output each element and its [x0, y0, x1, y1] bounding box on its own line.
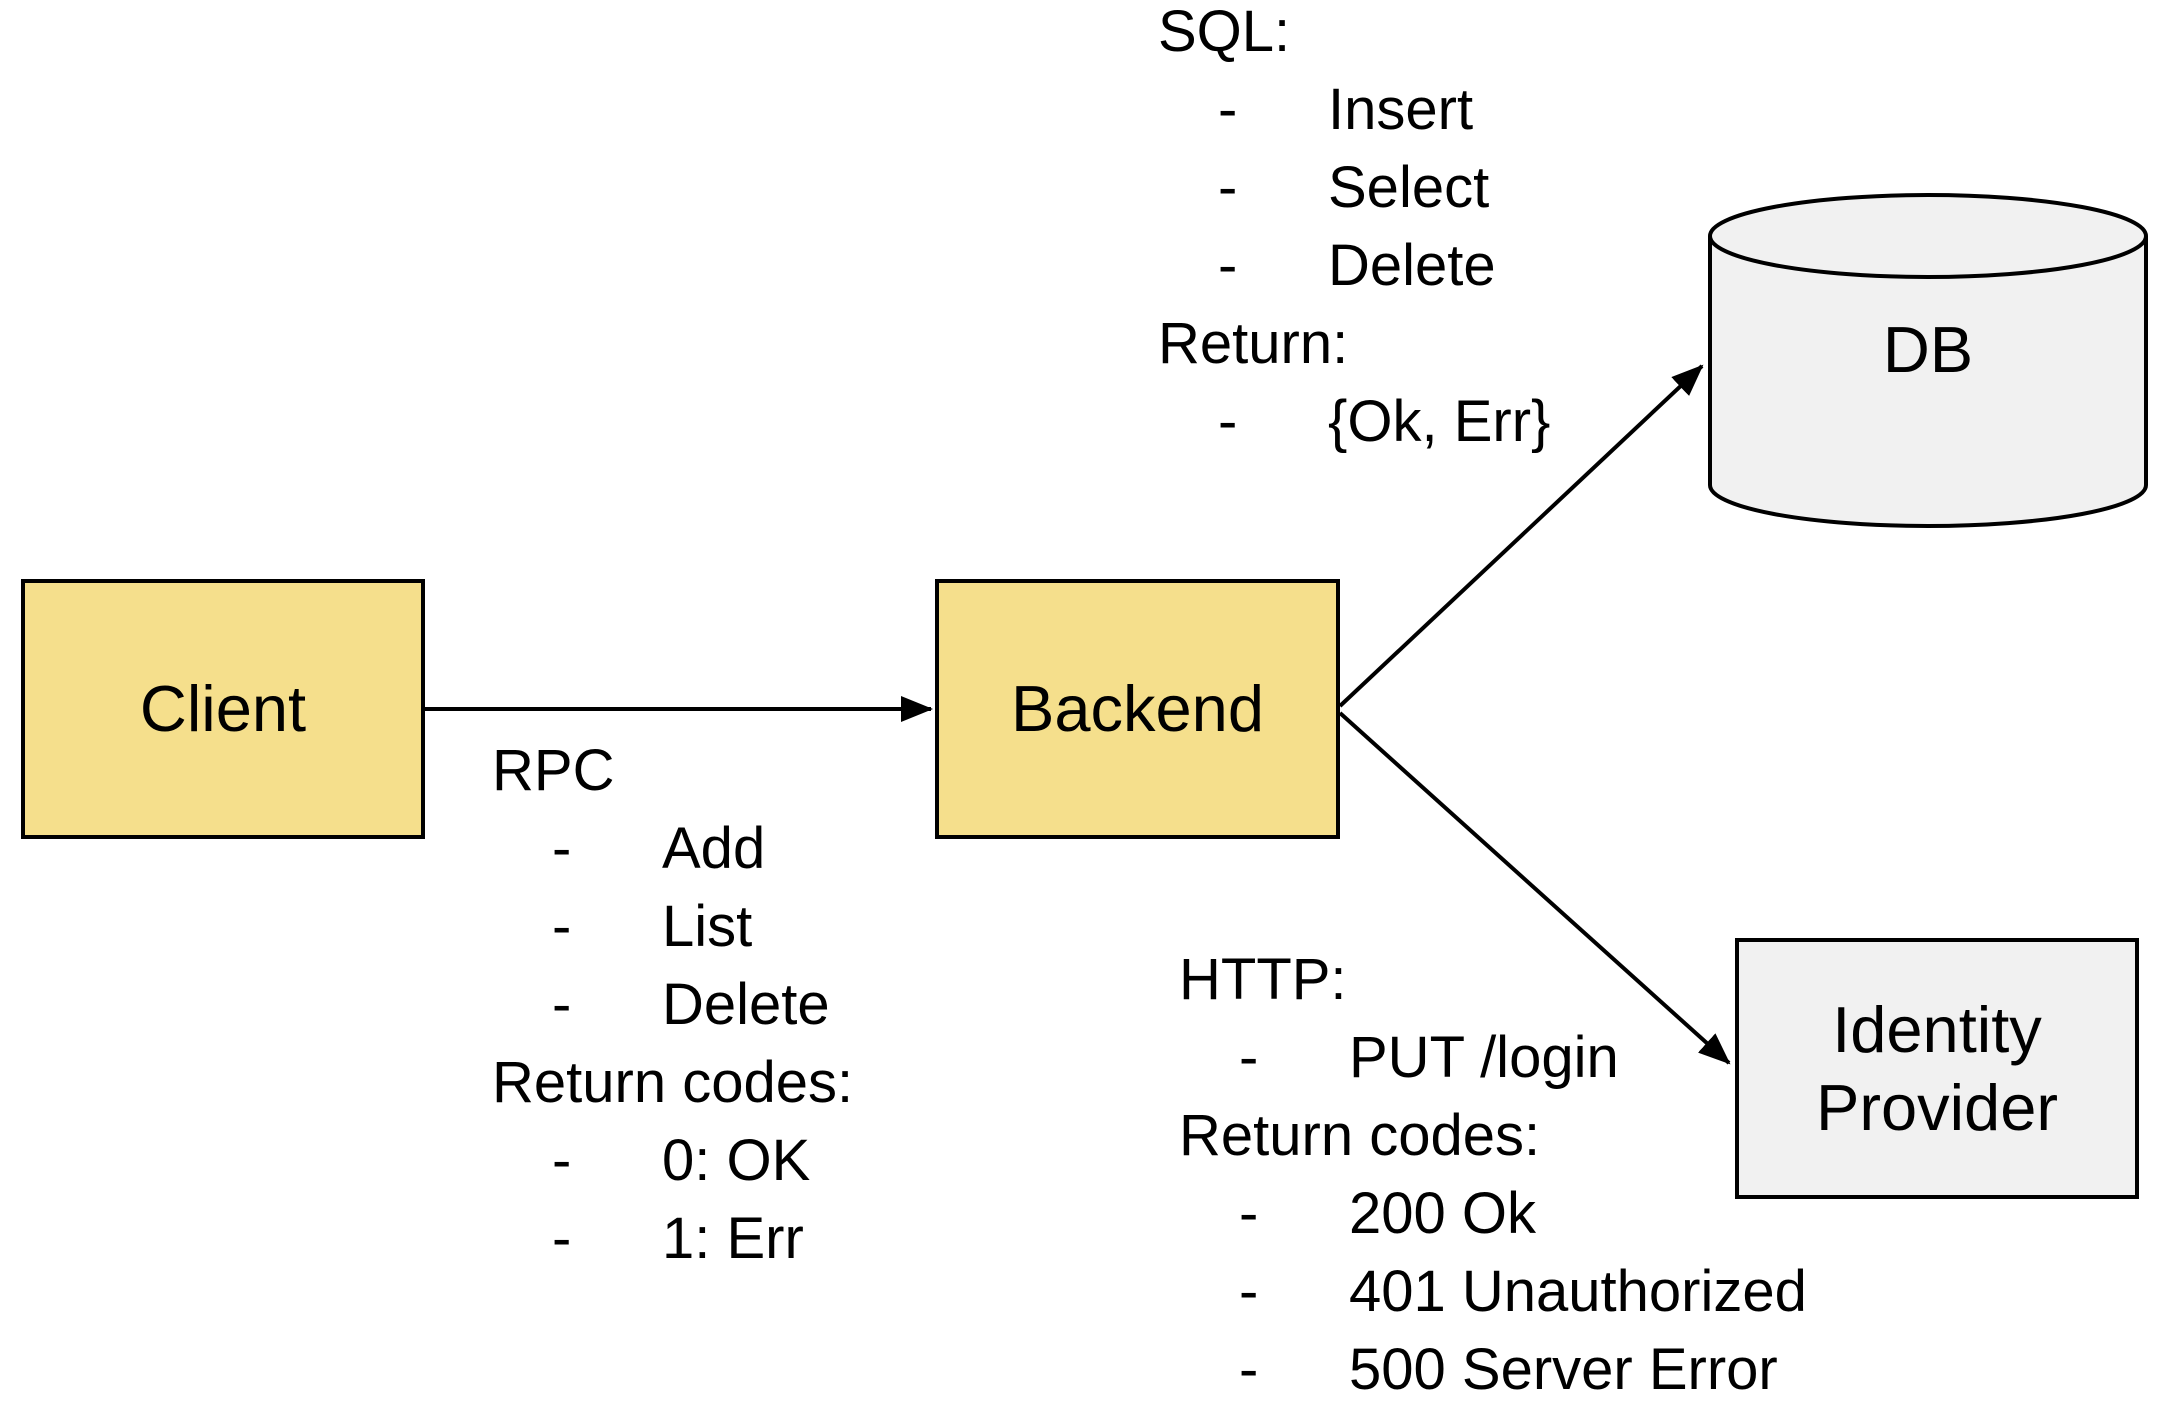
- client-node: [21, 579, 425, 839]
- bullet-dash: -: [552, 816, 572, 881]
- annotation-bullet-item: -1: Err: [492, 1200, 853, 1278]
- annotation-bullet-item: -0: OK: [492, 1122, 853, 1200]
- annotation-heading: SQL:: [1158, 0, 1291, 64]
- bullet-dash: -: [552, 972, 572, 1037]
- annotation-heading: Return codes:: [492, 1050, 854, 1115]
- annotation-bullet-item: -{Ok, Err}: [1158, 383, 1550, 461]
- annotation-heading: Return codes:: [1179, 1103, 1541, 1168]
- annotation-heading: HTTP:: [1179, 947, 1347, 1012]
- annotation-bullet-item: -Delete: [492, 966, 853, 1044]
- bullet-dash: -: [1218, 77, 1238, 142]
- bullet-dash: -: [1239, 1337, 1259, 1402]
- annotation-bullet-item: -Delete: [1158, 227, 1550, 305]
- annotation-bullet-item: -Select: [1158, 149, 1550, 227]
- annotation-heading: Return:: [1158, 311, 1349, 376]
- bullet-dash: -: [1218, 233, 1238, 298]
- bullet-dash: -: [552, 1128, 572, 1193]
- annotation-bullet-item: -200 Ok: [1179, 1175, 1807, 1253]
- rpc-annotation: RPC -Add -List -Delete Return codes: -0:…: [492, 732, 853, 1278]
- db-node: [1708, 193, 2148, 528]
- annotation-bullet-item: -500 Server Error: [1179, 1331, 1807, 1409]
- http-annotation: HTTP: -PUT /login Return codes: -200 Ok …: [1179, 941, 1807, 1409]
- backend-node: [935, 579, 1340, 839]
- db-cylinder-top: [1708, 193, 2148, 279]
- bullet-dash: -: [552, 894, 572, 959]
- annotation-bullet-item: -401 Unauthorized: [1179, 1253, 1807, 1331]
- identity-provider-node: [1735, 938, 2139, 1199]
- annotation-bullet-item: -List: [492, 888, 853, 966]
- bullet-dash: -: [1218, 389, 1238, 454]
- bullet-dash: -: [1218, 155, 1238, 220]
- arrow-backend-to-identity-provider: [1338, 711, 1731, 1065]
- arrow-backend-to-db: [1338, 364, 1704, 708]
- annotation-heading: RPC: [492, 738, 615, 803]
- bullet-dash: -: [1239, 1025, 1259, 1090]
- annotation-bullet-item: -PUT /login: [1179, 1019, 1807, 1097]
- bullet-dash: -: [1239, 1181, 1259, 1246]
- bullet-dash: -: [552, 1206, 572, 1271]
- sql-annotation: SQL: -Insert -Select -Delete Return: -{O…: [1158, 0, 1550, 461]
- annotation-bullet-item: -Add: [492, 810, 853, 888]
- bullet-dash: -: [1239, 1259, 1259, 1324]
- annotation-bullet-item: -Insert: [1158, 71, 1550, 149]
